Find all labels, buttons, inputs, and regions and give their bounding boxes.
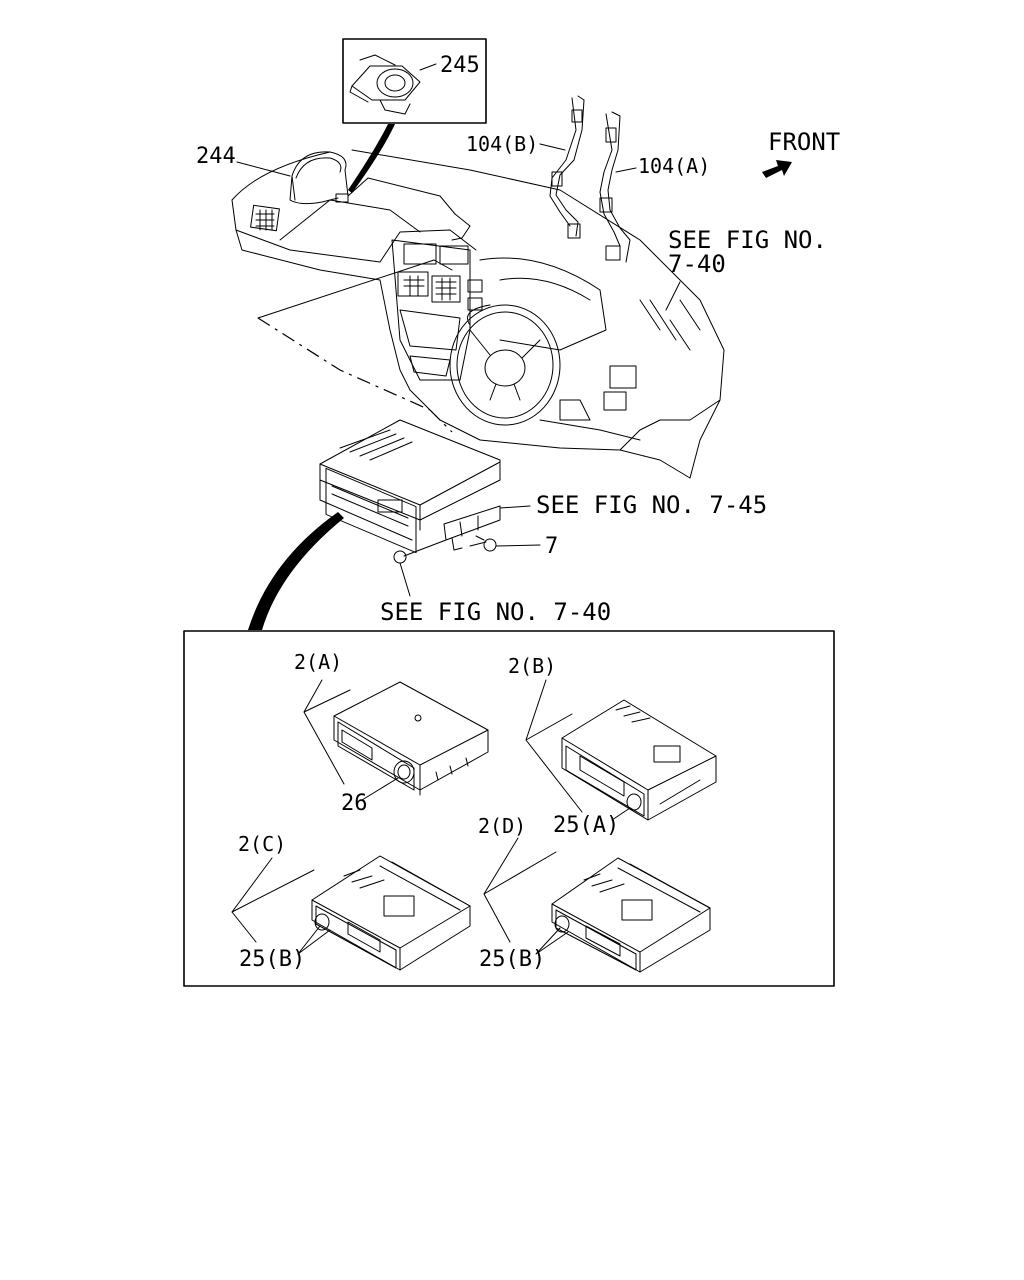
part-245-drawing — [349, 54, 421, 115]
front-arrow-icon — [762, 160, 792, 178]
callout-104a: 104(A) — [638, 154, 710, 178]
leader-arc-main — [248, 512, 344, 630]
callout-25b-right: 25(B) — [479, 947, 545, 972]
callout-25b-left: 25(B) — [239, 947, 305, 972]
screw-to-7-40 — [393, 539, 447, 597]
dashboard-drawing — [231, 149, 725, 479]
variant-2c — [311, 855, 471, 971]
detail-box-245: 245 — [342, 38, 487, 124]
leader-arc-245 — [348, 124, 395, 193]
part-104b-harness — [549, 95, 585, 239]
part-104a-harness — [599, 111, 631, 263]
callout-2a: 2(A) — [294, 650, 342, 674]
variant-2a — [333, 681, 489, 796]
callout-2b: 2(B) — [508, 654, 556, 678]
main-radio-unit — [319, 419, 501, 554]
ref-see-fig-top-line1: SEE FIG NO. — [668, 226, 827, 254]
callout-25a: 25(A) — [553, 813, 619, 838]
callout-245: 245 — [440, 53, 480, 78]
callout-2c: 2(C) — [238, 832, 286, 856]
callout-2d: 2(D) — [478, 814, 526, 838]
variant-2b — [561, 699, 717, 821]
callout-244: 244 — [196, 144, 236, 169]
ref-see-fig-740: SEE FIG NO. 7-40 — [380, 598, 611, 626]
ref-see-fig-top-line2: 7-40 — [668, 250, 726, 278]
radio-mount-outline — [257, 259, 453, 433]
front-label: FRONT — [768, 128, 840, 156]
callout-26: 26 — [341, 791, 368, 816]
part-244-cable — [289, 151, 471, 241]
variant-2d — [551, 857, 711, 973]
callout-104b: 104(B) — [466, 132, 538, 156]
variants-box — [183, 630, 835, 987]
part-7-screw — [469, 535, 497, 552]
callout-7: 7 — [545, 534, 558, 559]
ref-see-fig-745: SEE FIG NO. 7-45 — [536, 491, 767, 519]
